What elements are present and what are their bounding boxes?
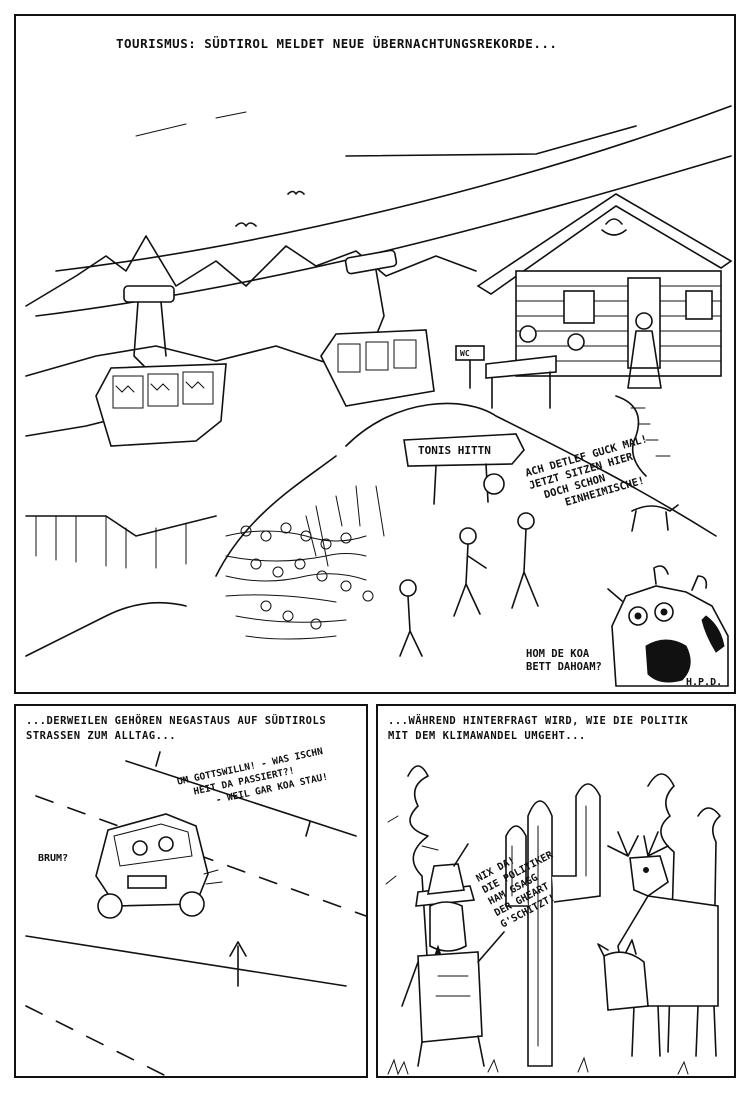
- caption-line: ...WÄHREND HINTERFRAGT WIRD, WIE DIE POL…: [388, 715, 689, 727]
- gondola-icon: [320, 249, 435, 407]
- cactus-icon: [505, 783, 601, 1067]
- panel-1-caption: TOURISMUS: SÜDTIROL MELDET NEUE ÜBERNACH…: [116, 36, 558, 51]
- caption-line: MIT DEM KLIMAWANDEL UMGEHT...: [388, 730, 586, 742]
- panel-2-drawing: [25, 751, 366, 1076]
- panel-3-drawing: [385, 765, 721, 1076]
- caption-line: STRASSEN ZUM ALLTAG...: [26, 730, 177, 742]
- speech-line: HOM DE KOA: [526, 648, 590, 660]
- panel-1-drawing: [25, 105, 733, 687]
- gondola-icon: [95, 285, 227, 447]
- panel-3-caption: ...WÄHREND HINTERFRAGT WIRD, WIE DIE POL…: [388, 714, 688, 744]
- speech-line: BETT DAHOAM?: [526, 661, 602, 673]
- car-icon: [95, 813, 223, 919]
- artist-signature: H.P.D.: [686, 677, 723, 688]
- bird-icon: [287, 190, 305, 195]
- caption-line: ...DERWEILEN GEHÖREN NEGASTAUS AUF SÜDTI…: [26, 715, 327, 727]
- panel-2: ...DERWEILEN GEHÖREN NEGASTAUS AUF SÜDTI…: [14, 704, 368, 1078]
- panel-2-caption: ...DERWEILEN GEHÖREN NEGASTAUS AUF SÜDTI…: [26, 714, 326, 744]
- mountain-hut-icon: [476, 193, 733, 377]
- hunter-icon: [401, 843, 505, 1067]
- bird-icon: [235, 222, 257, 227]
- car-sound-label: BRUM?: [38, 853, 69, 864]
- deer-icon: [607, 831, 719, 1057]
- speech-bubble-cow: HOM DE KOA BETT DAHOAM?: [526, 648, 602, 674]
- panel-3: ...WÄHREND HINTERFRAGT WIRD, WIE DIE POL…: [376, 704, 736, 1078]
- panel-1: TOURISMUS: SÜDTIROL MELDET NEUE ÜBERNACH…: [14, 14, 736, 694]
- trail-sign-label: TONIS HITTN: [418, 444, 491, 457]
- cow-icon: [607, 565, 729, 687]
- wc-sign-label: WC: [460, 349, 470, 358]
